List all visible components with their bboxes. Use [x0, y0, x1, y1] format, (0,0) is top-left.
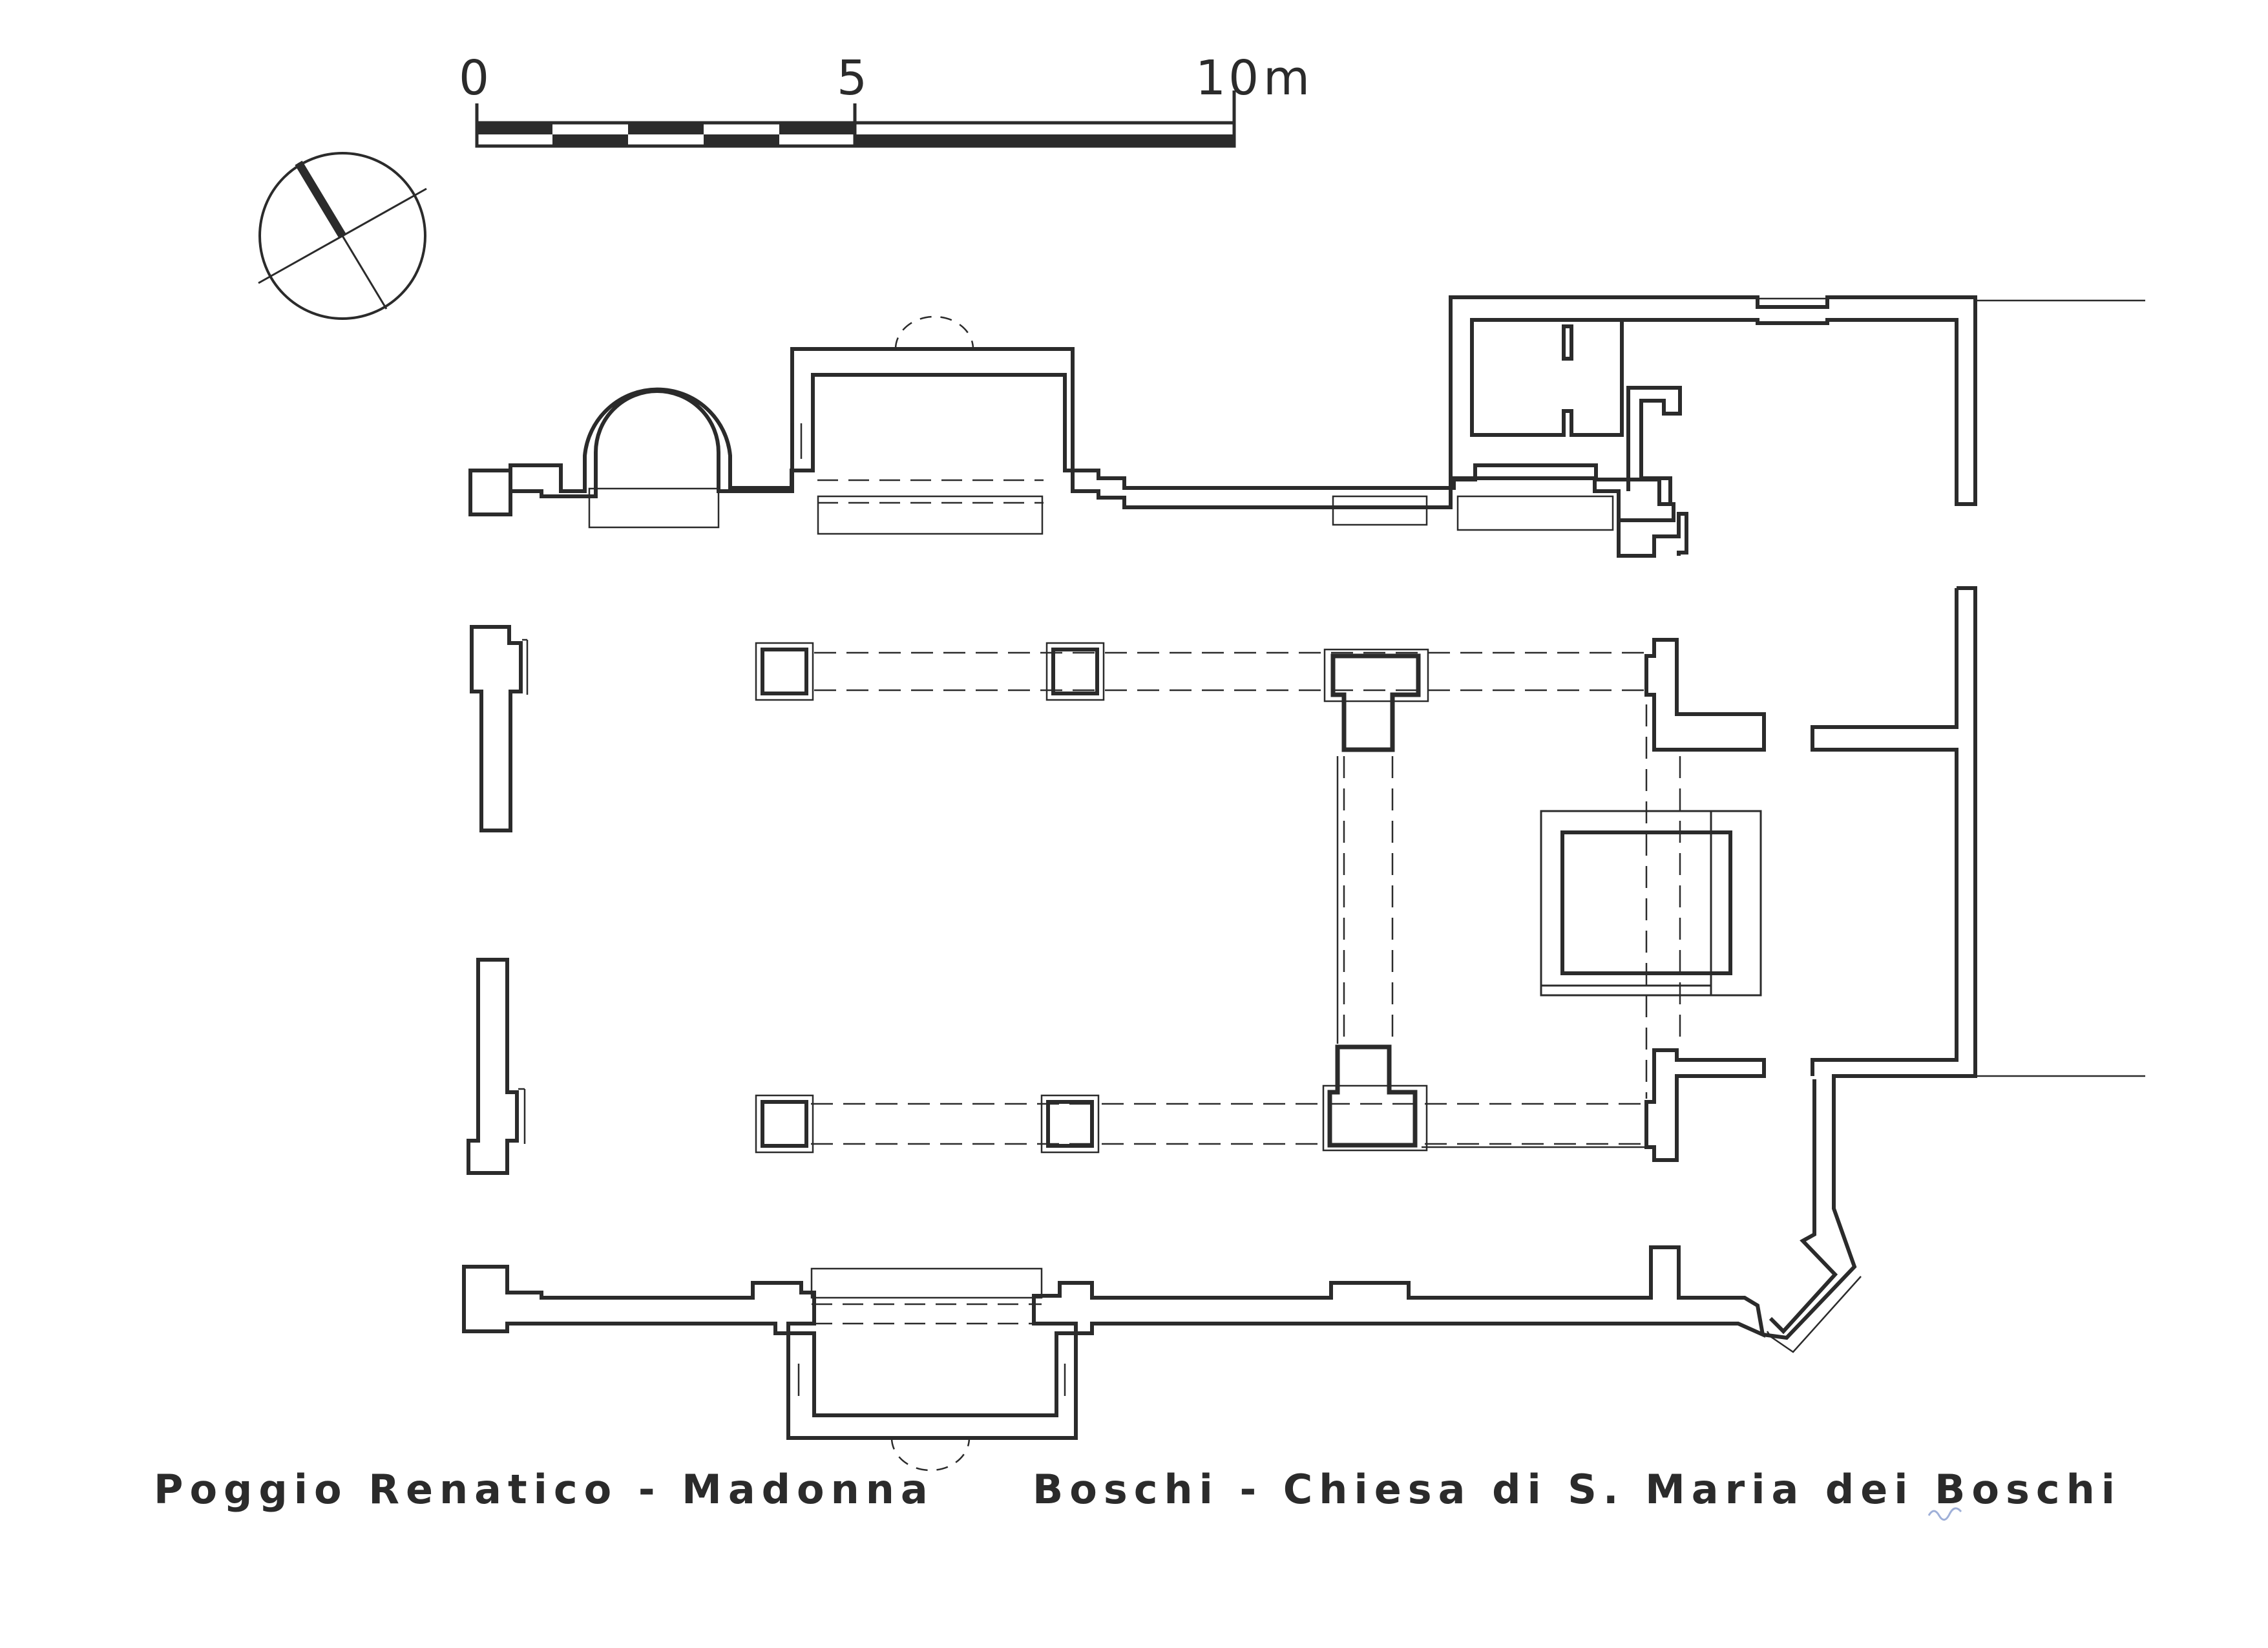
south-portico-outline — [810, 1267, 1043, 1472]
south-wall — [462, 1245, 1765, 1440]
scale-label-unit: m — [1263, 50, 1313, 106]
pier-south-2 — [1046, 1100, 1094, 1148]
pencil-mark — [1927, 1507, 1962, 1521]
east-responds — [1644, 638, 1766, 1162]
north-portico-outline — [588, 315, 1614, 535]
scale-label-five: 5 — [837, 50, 870, 106]
west-facade — [467, 625, 529, 1175]
chancel-piers — [1322, 648, 1429, 1152]
scale-label-ten: 10 — [1195, 50, 1262, 106]
caption-right: Boschi - Chiesa di S. Maria dei Boschi — [1033, 1466, 2122, 1513]
pier-north-1 — [761, 648, 808, 695]
altar — [1540, 810, 1762, 997]
east-walls — [1762, 299, 2145, 1353]
pier-south-1 — [761, 1100, 808, 1148]
pier-north-2 — [1051, 648, 1099, 695]
north-arrow-icon — [258, 152, 427, 320]
chancel-pier-south — [1327, 1044, 1418, 1148]
sacristy-rooms — [1449, 295, 1977, 558]
scale-bar — [475, 90, 1236, 148]
nave-piers — [755, 642, 1105, 1154]
scale-label-zero: 0 — [459, 50, 492, 106]
arcade-lines — [811, 651, 1681, 1148]
caption-left: Poggio Renatico - Madonna — [154, 1466, 934, 1513]
chancel-pier-north — [1330, 653, 1421, 752]
